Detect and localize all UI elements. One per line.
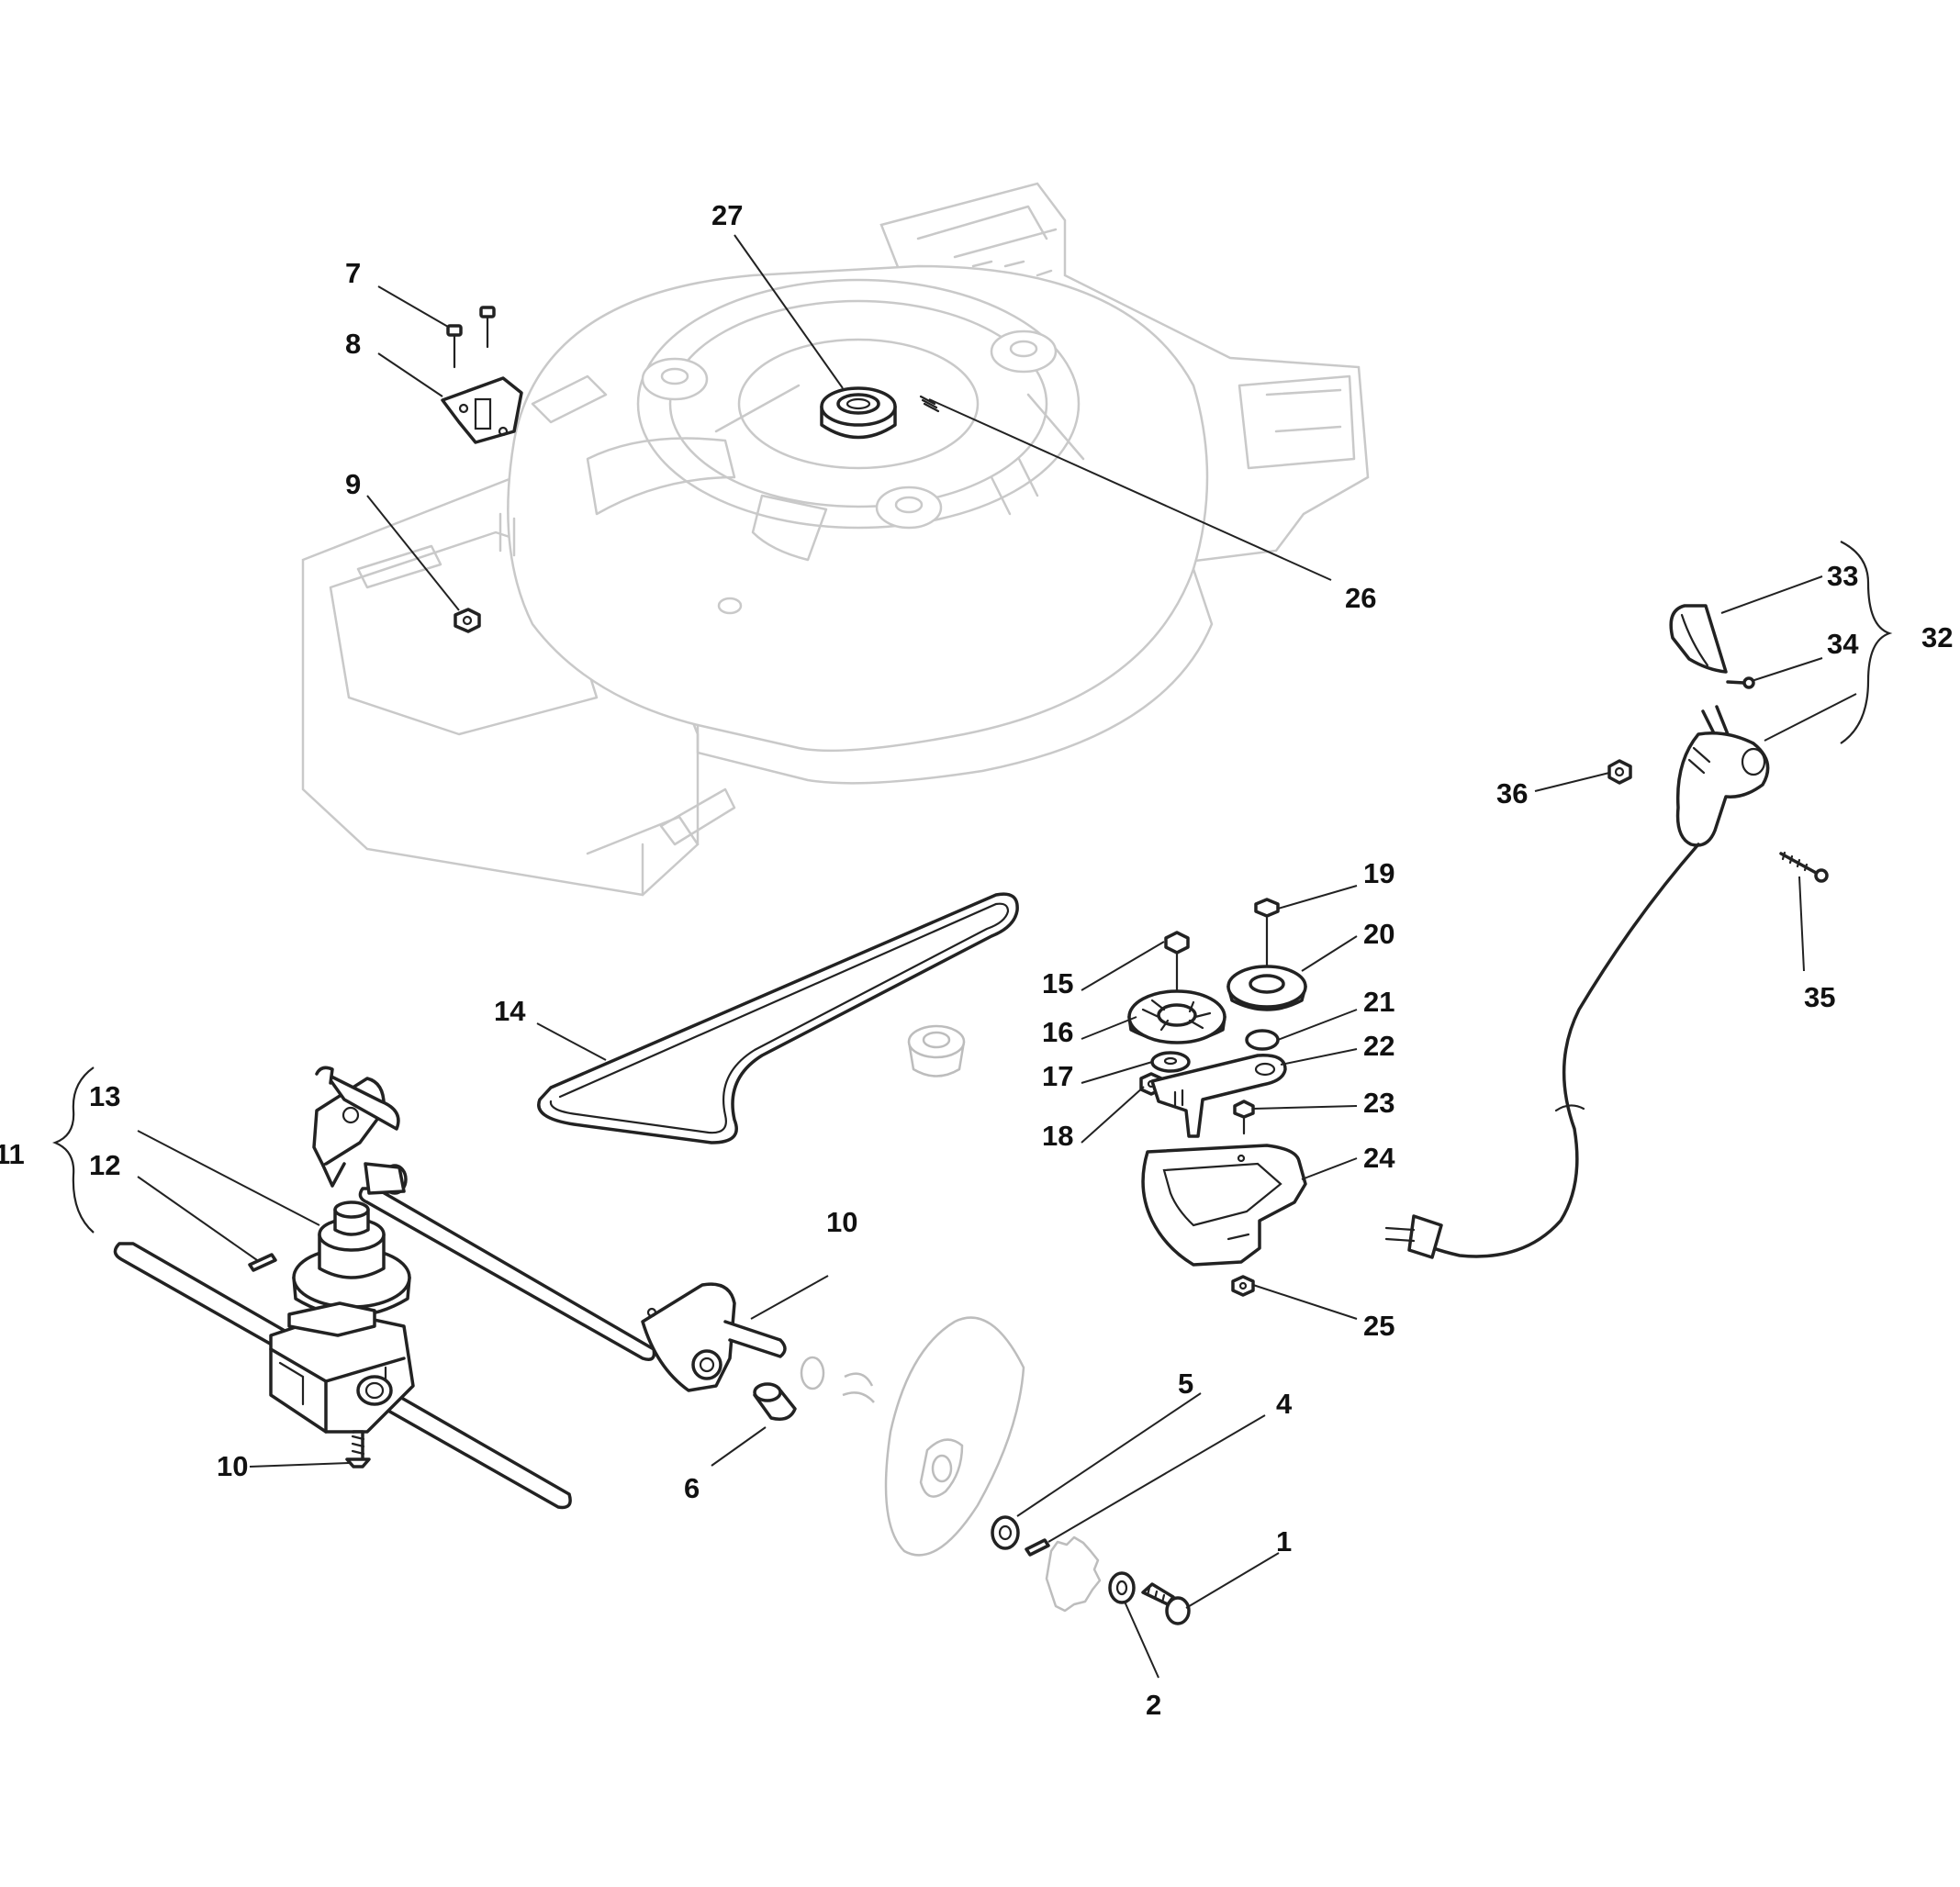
callout-33: 33 bbox=[1827, 560, 1858, 592]
control-cable bbox=[1384, 843, 1700, 1259]
bolt bbox=[1254, 898, 1280, 977]
bolt-pair bbox=[446, 306, 496, 369]
gearbox bbox=[269, 1301, 415, 1434]
spindle-hub bbox=[820, 386, 897, 440]
spacer bbox=[1245, 1029, 1280, 1051]
deck-pulley-ghost bbox=[907, 1024, 966, 1077]
callout-14: 14 bbox=[494, 995, 526, 1027]
v-belt bbox=[537, 892, 1019, 1144]
mower-deck-ghost bbox=[301, 182, 1370, 897]
screw bbox=[1233, 1100, 1255, 1135]
lever-cover bbox=[1669, 604, 1728, 674]
idler-pulley bbox=[1226, 965, 1307, 1011]
callout-labels: 1 2 4 5 6 7 8 9 10 10 11 12 13 14 15 16 … bbox=[0, 199, 1953, 1721]
callout-10-lower: 10 bbox=[217, 1450, 248, 1482]
height-adjust-bracket bbox=[641, 1282, 787, 1392]
callout-19: 19 bbox=[1363, 857, 1394, 889]
callout-20: 20 bbox=[1363, 918, 1394, 950]
callout-1: 1 bbox=[1276, 1525, 1292, 1558]
callout-9: 9 bbox=[345, 468, 361, 500]
wheel-bolt bbox=[1141, 1582, 1191, 1625]
callout-13: 13 bbox=[89, 1080, 120, 1112]
tensioner-arm bbox=[1150, 1054, 1287, 1138]
callout-27: 27 bbox=[711, 199, 743, 231]
pin bbox=[1726, 676, 1755, 689]
pin bbox=[1025, 1538, 1050, 1557]
callout-6: 6 bbox=[684, 1472, 700, 1504]
drive-gear-ghost bbox=[1045, 1535, 1102, 1613]
callout-12: 12 bbox=[89, 1149, 120, 1181]
callout-18: 18 bbox=[1042, 1120, 1073, 1152]
drive-pulley bbox=[292, 1200, 411, 1318]
idler-pulley-ribbed bbox=[1127, 989, 1226, 1044]
callout-24: 24 bbox=[1363, 1142, 1395, 1174]
washer bbox=[991, 1515, 1020, 1550]
callout-17: 17 bbox=[1042, 1060, 1073, 1092]
support-bracket bbox=[312, 1066, 408, 1195]
screw bbox=[1779, 851, 1829, 883]
nut bbox=[1231, 1275, 1255, 1297]
nut bbox=[454, 608, 481, 633]
washer bbox=[1108, 1571, 1136, 1604]
brake-lever-handle bbox=[1675, 705, 1770, 847]
callout-15: 15 bbox=[1042, 967, 1073, 999]
callout-4: 4 bbox=[1276, 1388, 1293, 1420]
callout-23: 23 bbox=[1363, 1087, 1394, 1119]
nut bbox=[1607, 759, 1632, 785]
roll-pin bbox=[248, 1253, 277, 1272]
callout-11: 11 bbox=[0, 1138, 25, 1170]
washer bbox=[1150, 1051, 1191, 1073]
callout-2: 2 bbox=[1146, 1689, 1161, 1721]
callout-21: 21 bbox=[1363, 986, 1394, 1018]
screw bbox=[345, 1430, 371, 1468]
callout-25: 25 bbox=[1363, 1310, 1394, 1342]
key bbox=[919, 395, 940, 413]
callout-35: 35 bbox=[1804, 981, 1835, 1013]
callout-10-upper: 10 bbox=[826, 1206, 857, 1238]
callout-8: 8 bbox=[345, 328, 361, 360]
callout-16: 16 bbox=[1042, 1016, 1073, 1048]
mounting-plate bbox=[1141, 1144, 1307, 1267]
bushing bbox=[753, 1382, 797, 1421]
callout-7: 7 bbox=[345, 257, 361, 289]
callout-22: 22 bbox=[1363, 1030, 1394, 1062]
deck-bracket bbox=[441, 376, 523, 444]
leader-lines bbox=[137, 234, 1857, 1679]
callout-32: 32 bbox=[1921, 621, 1953, 653]
callout-26: 26 bbox=[1345, 582, 1376, 614]
callout-34: 34 bbox=[1827, 628, 1859, 660]
callout-5: 5 bbox=[1178, 1368, 1193, 1400]
group-braces bbox=[51, 541, 1893, 1234]
wheel-ghost bbox=[800, 1316, 1025, 1557]
callout-36: 36 bbox=[1496, 777, 1528, 810]
